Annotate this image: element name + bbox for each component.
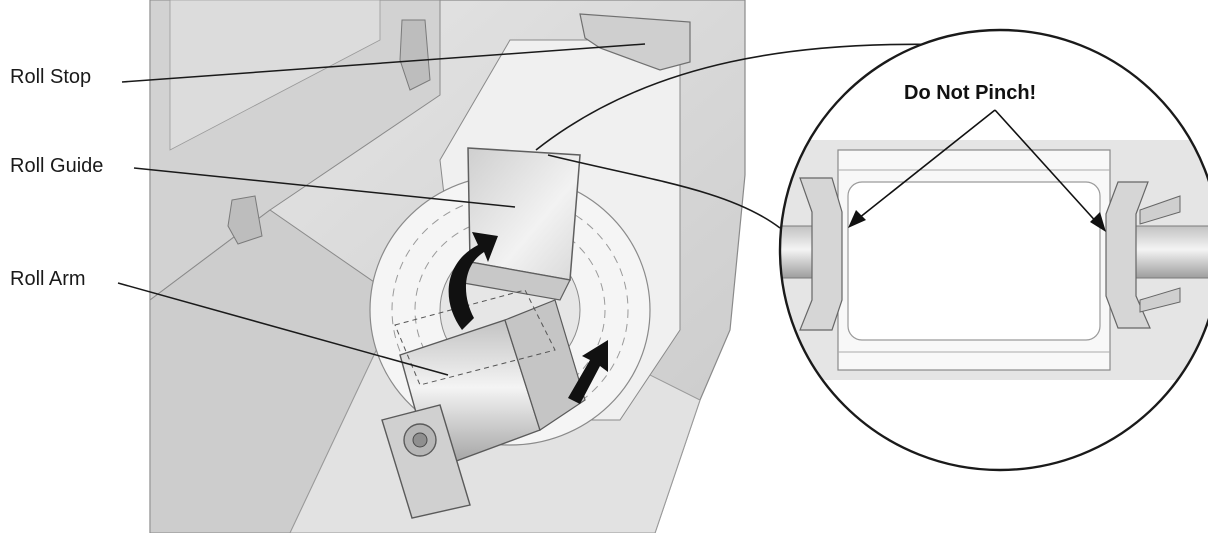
roll-arm-bolt <box>412 432 428 448</box>
do-not-pinch-label: Do Not Pinch! <box>904 82 1037 104</box>
detail-circle-border <box>778 28 1208 472</box>
roll-arm-bracket <box>381 404 471 519</box>
detail-magnified-view <box>780 140 1208 380</box>
roll-arm-side <box>504 299 586 431</box>
label-sheet <box>847 181 1101 341</box>
roll-guide <box>467 147 581 281</box>
curved-up-arrow-icon <box>448 232 498 330</box>
zoom-connector-top <box>535 43 959 151</box>
roll-guide-leader <box>133 167 516 208</box>
pointer-arrow-icon-right <box>1090 212 1106 232</box>
detail-right-guide <box>1105 181 1151 329</box>
printer-rear-edge <box>169 0 381 151</box>
pointer-arrow-right-line <box>994 109 1101 227</box>
pointer-arrow-left-line <box>853 109 996 223</box>
up-arrow-icon <box>568 340 608 404</box>
detail-left-guide <box>799 177 843 331</box>
panel-clip-lower <box>227 195 263 245</box>
roll-stop <box>579 13 691 71</box>
roll-guide-label: Roll Guide <box>10 155 104 177</box>
roll-stop-leader <box>121 43 646 83</box>
roll-arm-label: Roll Arm <box>10 268 86 290</box>
roll-stop-label: Roll Stop <box>10 66 92 88</box>
pointer-arrow-icon <box>848 210 866 228</box>
panel-clip-upper <box>399 19 431 91</box>
roll-arm-leader <box>117 282 449 376</box>
zoom-connector-bottom <box>547 154 781 229</box>
